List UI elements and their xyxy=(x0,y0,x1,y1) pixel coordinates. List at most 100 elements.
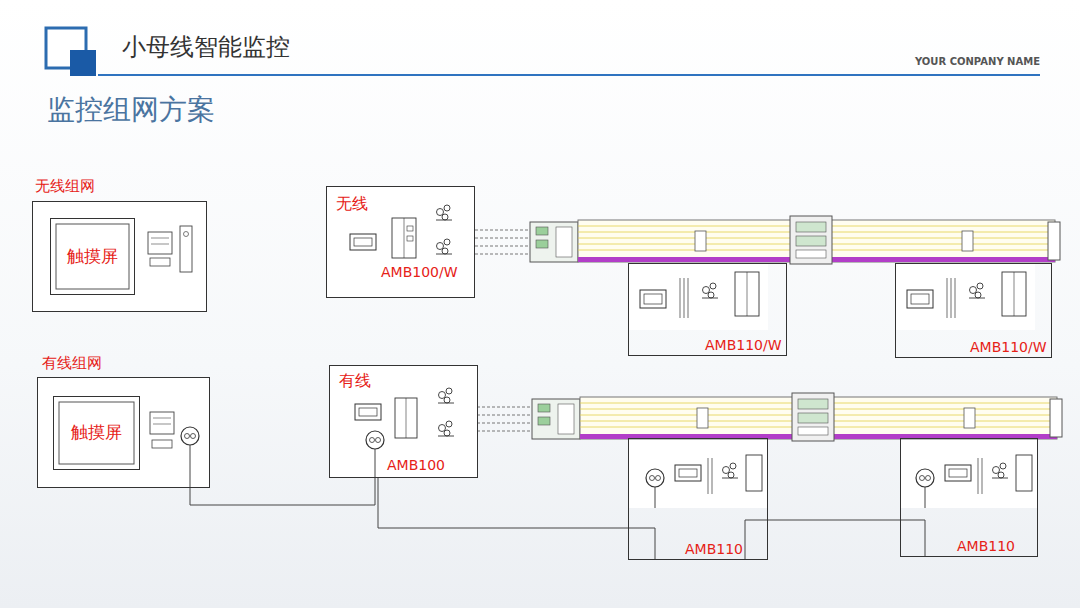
model-label: AMB100 xyxy=(387,457,445,473)
plug-in-box: AMB110 xyxy=(900,438,1038,557)
round-connector xyxy=(375,449,376,478)
touch-screen: 触摸屏 xyxy=(50,218,135,295)
monitor-device xyxy=(1014,272,1015,316)
header-rule xyxy=(98,74,1040,76)
signal-cable xyxy=(190,478,375,505)
feeder-box: 无线 AMB100/W xyxy=(326,186,475,298)
logo xyxy=(70,50,96,76)
monitor-device xyxy=(406,398,407,438)
cabinet-device xyxy=(184,232,189,237)
control-cabinet: 有线组网触摸屏 xyxy=(37,377,210,488)
monitor-device xyxy=(407,226,413,231)
cabinet-device xyxy=(151,244,169,245)
busbar xyxy=(475,216,1060,264)
monitor-device xyxy=(735,272,759,316)
round-connector xyxy=(916,469,934,487)
box-fill xyxy=(329,365,478,478)
model-label: AMB110/W xyxy=(705,337,782,353)
monitor-device xyxy=(955,278,956,318)
header-rule xyxy=(98,75,1040,76)
screen-label: 触摸屏 xyxy=(71,423,122,443)
company-name: YOUR CONPANY NAME xyxy=(915,56,1040,68)
cabinet-device xyxy=(153,418,171,419)
monitor-device xyxy=(355,404,381,420)
round-connector xyxy=(181,427,199,445)
model-label: AMB100/W xyxy=(381,264,458,280)
model-label: AMB110 xyxy=(957,538,1015,554)
box-fill xyxy=(326,186,475,298)
monitor-device xyxy=(438,388,454,403)
box-fill xyxy=(900,438,1038,508)
monitor-device xyxy=(747,272,748,316)
feeder-box: 有线 AMB100 xyxy=(329,365,478,478)
screen-label: 触摸屏 xyxy=(67,247,118,267)
signal-cable xyxy=(745,520,925,560)
monitor-device xyxy=(978,458,979,494)
monitor-device xyxy=(911,294,929,304)
cabinet-device xyxy=(180,226,192,272)
box-fill xyxy=(895,263,1035,330)
monitor-device xyxy=(1002,272,1026,316)
round-connector xyxy=(646,469,664,487)
cabinet-device xyxy=(150,412,174,434)
monitor-device xyxy=(992,463,1008,478)
screen-frame xyxy=(56,224,134,464)
model-label: AMB110 xyxy=(685,541,743,557)
control-cabinet: 无线组网触摸屏 xyxy=(32,201,207,312)
monitor-device xyxy=(947,278,948,318)
monitor-device xyxy=(392,218,416,258)
monitor-device xyxy=(722,463,738,478)
group-heading: 有线组网 xyxy=(42,355,102,372)
monitor-device xyxy=(907,290,933,308)
plug-in-box: AMB110/W xyxy=(895,263,1052,358)
plug-in-box: AMB110/W xyxy=(628,263,787,356)
screen-frame xyxy=(56,224,129,289)
cabinet-device xyxy=(148,226,192,448)
section-heading: 监控组网方案 xyxy=(47,94,215,126)
touch-screen: 触摸屏 xyxy=(53,396,140,470)
logo xyxy=(46,28,96,76)
box-heading: 有线 xyxy=(339,372,371,390)
monitor-device xyxy=(679,469,697,477)
box-fill xyxy=(628,438,768,508)
round-connector xyxy=(925,487,926,508)
monitor-device xyxy=(680,278,681,318)
monitor-device xyxy=(708,458,709,494)
monitor-device xyxy=(945,465,971,481)
monitor-device xyxy=(350,234,376,250)
busbar xyxy=(475,216,1062,441)
cabinet-device xyxy=(153,424,171,425)
screen-frame xyxy=(59,402,134,464)
group-heading: 无线组网 xyxy=(35,178,95,195)
monitor-device xyxy=(436,205,452,220)
cabinet-device xyxy=(148,232,172,254)
monitor-device xyxy=(951,278,952,318)
monitor-device xyxy=(684,278,685,318)
monitor-device xyxy=(436,239,452,254)
busbar xyxy=(477,393,1062,441)
monitor-device xyxy=(688,278,689,318)
round-connector xyxy=(655,487,656,508)
round-connector xyxy=(190,445,191,488)
round-connector xyxy=(181,427,934,508)
cabinet-device xyxy=(152,440,172,448)
plug-in-box: AMB110 xyxy=(628,438,768,560)
monitor-device xyxy=(359,408,377,416)
monitor-device xyxy=(982,458,983,494)
cabinet-device xyxy=(150,258,170,266)
monitor-device xyxy=(407,236,413,241)
monitor-device xyxy=(395,398,417,438)
box-fill xyxy=(32,201,207,312)
monitor-device xyxy=(702,283,718,298)
monitor-device xyxy=(746,455,762,491)
monitor-device xyxy=(644,294,662,304)
box-heading: 无线 xyxy=(336,195,368,213)
monitor-device xyxy=(675,465,701,481)
monitor-device xyxy=(438,421,454,436)
monitor-device xyxy=(354,238,372,246)
monitor-device xyxy=(1016,455,1032,491)
box-fill xyxy=(37,377,210,488)
